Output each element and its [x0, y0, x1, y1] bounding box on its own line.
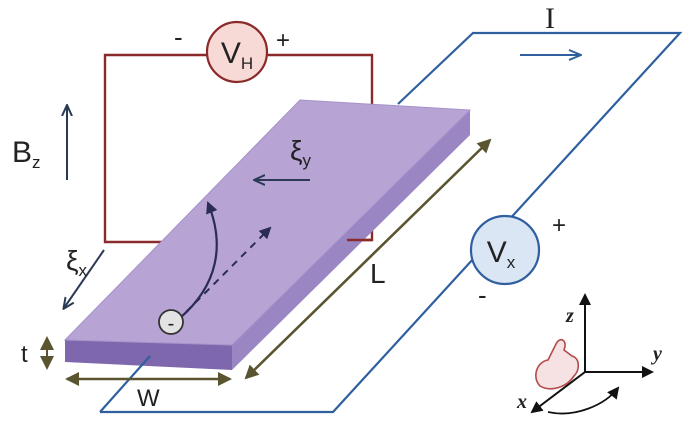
xi-x-letter: ξ — [66, 245, 79, 276]
svg-text:Vx: Vx — [487, 236, 516, 272]
current-loop — [100, 31, 683, 414]
electron-motion: - — [158, 201, 272, 335]
long-voltmeter: Vx + - — [469, 212, 566, 310]
bz-subscript: z — [32, 153, 41, 172]
width-label: W — [137, 385, 160, 412]
vh-meter-circle — [205, 20, 269, 84]
y-axis-label: y — [651, 343, 662, 365]
vx-plus: + — [552, 212, 566, 239]
vx-subscript: x — [507, 253, 516, 272]
length-label: L — [370, 258, 386, 289]
magnetic-field: Bz — [12, 106, 67, 180]
xi-y-letter: ξ — [290, 135, 303, 166]
undeflected-path — [185, 226, 272, 313]
deflected-path — [179, 201, 218, 319]
bz-letter: B — [12, 136, 32, 169]
xi-x-arrow — [64, 249, 105, 308]
current-circuit: I — [100, 2, 683, 414]
xi-x-subscript: x — [79, 261, 88, 280]
slab-front-side — [65, 340, 232, 370]
svg-text:Bz: Bz — [12, 136, 41, 172]
x-axis-label: x — [516, 391, 527, 413]
hall-wire-left — [103, 53, 207, 244]
electron — [158, 309, 184, 335]
electron-sign: - — [168, 313, 175, 335]
dimensions: L W t — [21, 138, 492, 412]
vh-subscript: H — [241, 54, 253, 73]
vx-letter: V — [487, 236, 507, 269]
xi-y-subscript: y — [303, 151, 312, 170]
xi-x: ξx — [64, 245, 105, 308]
vh-letter: V — [221, 37, 241, 70]
slab-top — [63, 99, 472, 346]
z-axis-label: z — [565, 305, 574, 327]
vx-minus: - — [478, 280, 487, 310]
x-axis — [530, 371, 586, 414]
rotation-arrow — [547, 386, 620, 415]
vh-minus: - — [174, 22, 183, 52]
right-hand-icon — [535, 338, 580, 390]
length-arrow — [244, 138, 492, 380]
thickness-label: t — [21, 341, 28, 368]
coordinate-axes: z y x — [516, 293, 662, 415]
vh-plus: + — [276, 27, 290, 54]
svg-text:VH: VH — [221, 37, 253, 73]
hall-voltmeter: VH - + — [174, 20, 290, 84]
svg-text:ξx: ξx — [66, 245, 88, 280]
current-label: I — [545, 2, 555, 35]
